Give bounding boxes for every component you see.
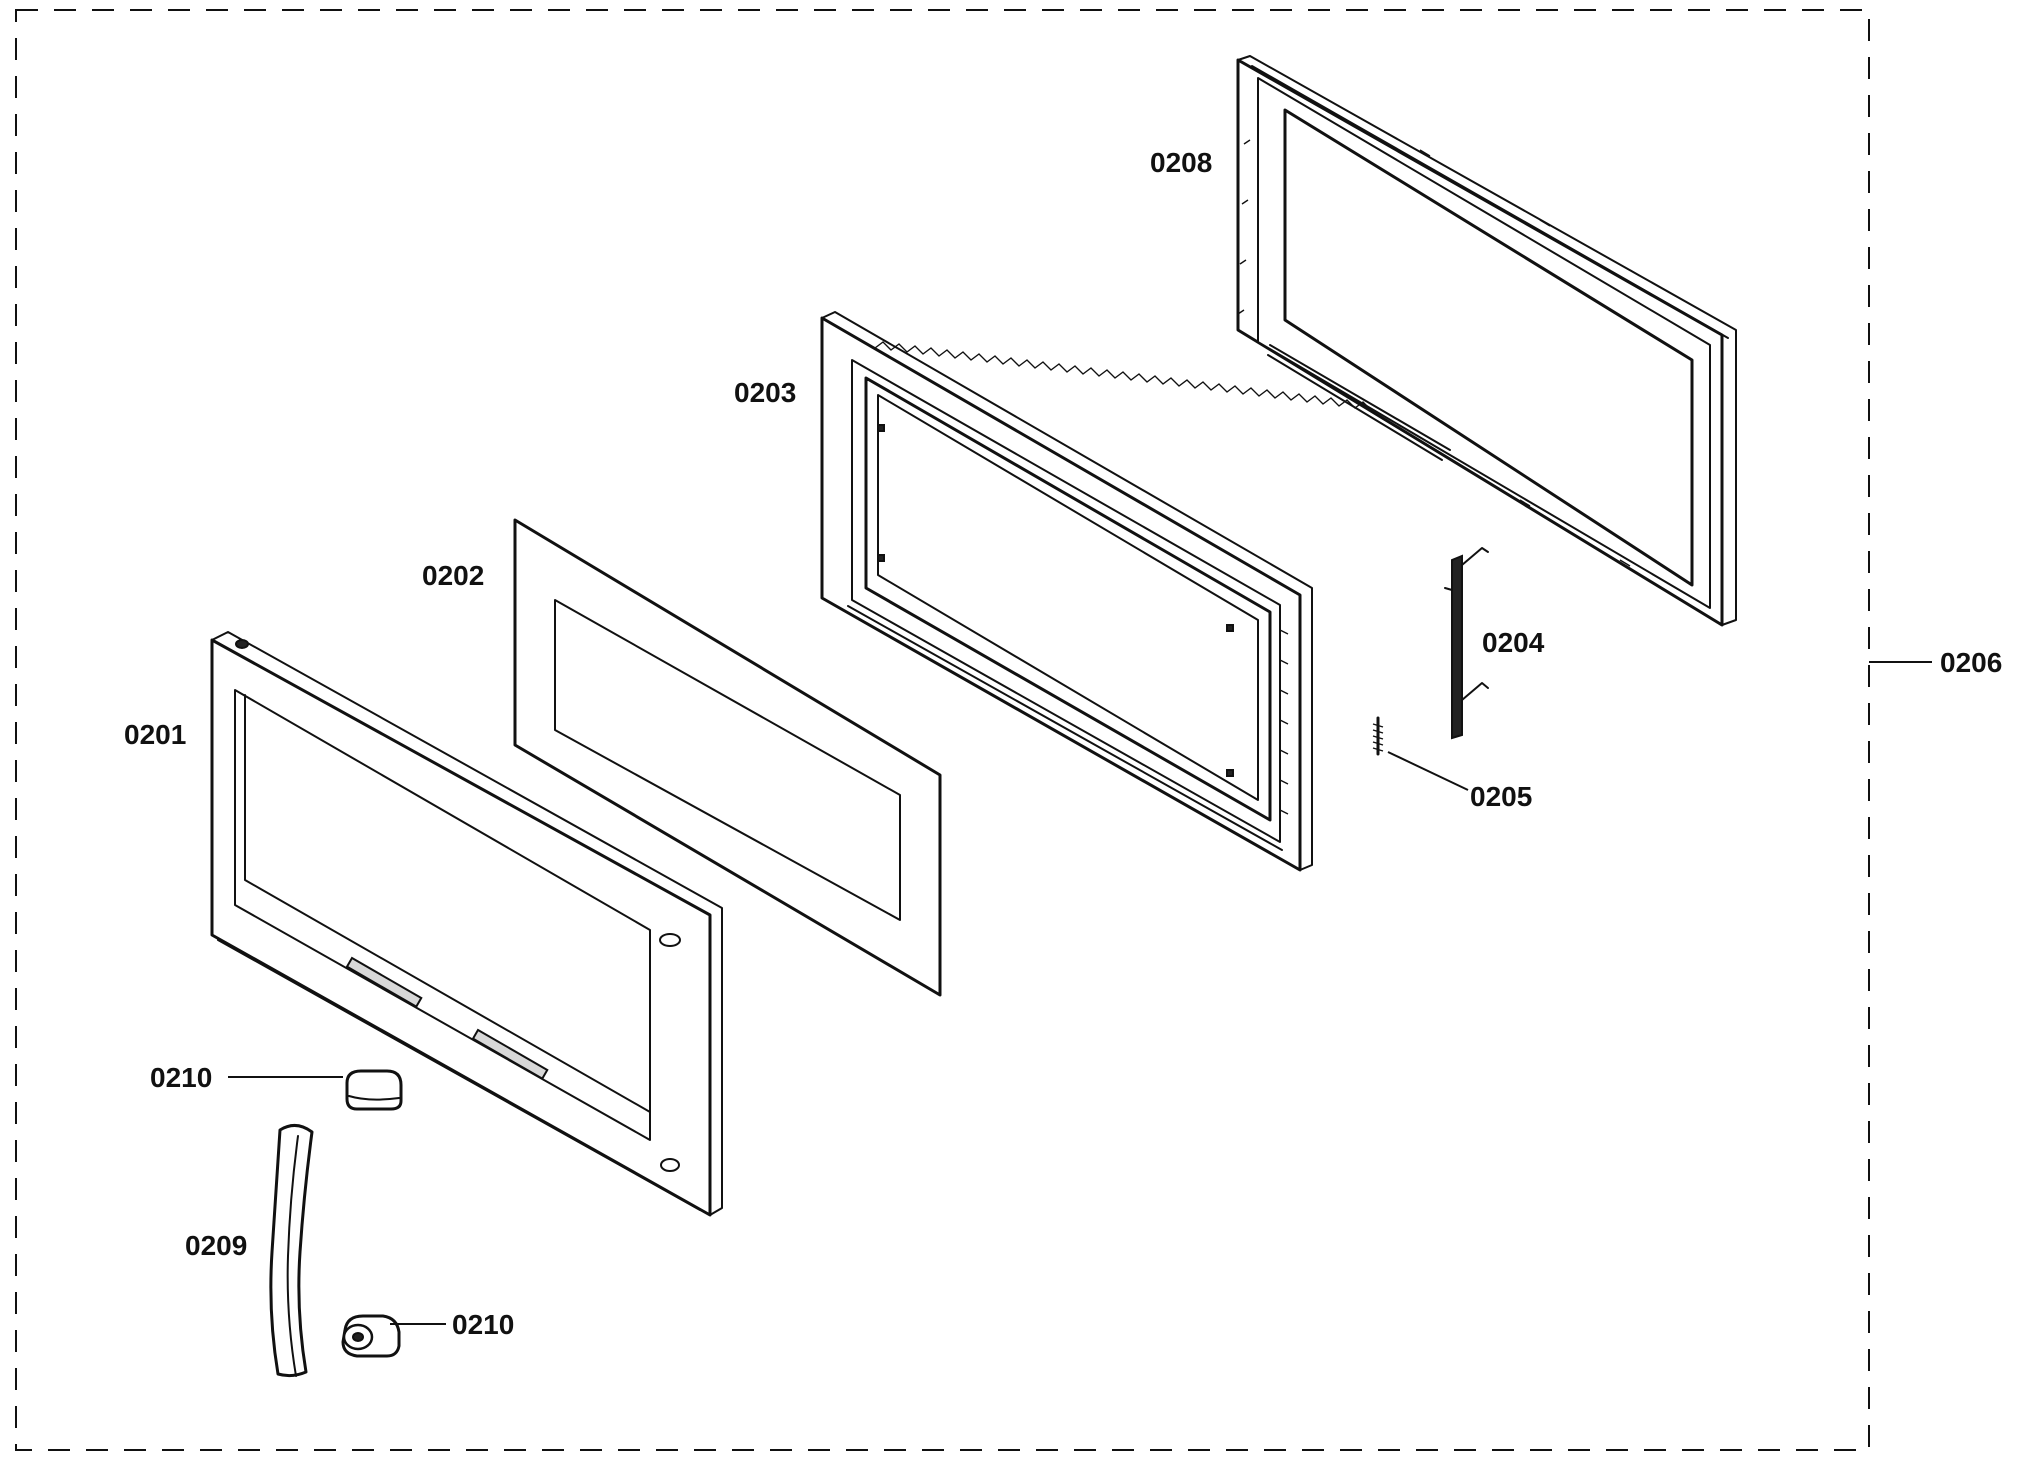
part-0203-inner-panel [820, 311, 1372, 872]
part-0202-glass-panel [513, 518, 942, 997]
part-0208-frame [1236, 55, 1737, 627]
label-0210-lower: 0210 [452, 1309, 514, 1340]
part-0210-cap-lower [341, 1314, 401, 1358]
assembly-boundary [15, 9, 1870, 1451]
label-0206: 0206 [1940, 647, 2002, 678]
part-0205-spring [1372, 716, 1384, 756]
part-0204-latch [1444, 547, 1489, 740]
label-0204: 0204 [1482, 627, 1545, 658]
part-0210-cap-upper [345, 1069, 403, 1111]
label-0202: 0202 [422, 560, 484, 591]
part-0209-handle [269, 1124, 314, 1378]
label-0210-upper: 0210 [150, 1062, 212, 1093]
label-0208: 0208 [1150, 147, 1212, 178]
part-0201-door-frame [210, 631, 723, 1217]
label-0209: 0209 [185, 1230, 247, 1261]
label-0203: 0203 [734, 377, 796, 408]
label-0205: 0205 [1470, 781, 1532, 812]
label-0201: 0201 [124, 719, 186, 750]
leader-0205 [1387, 751, 1469, 791]
